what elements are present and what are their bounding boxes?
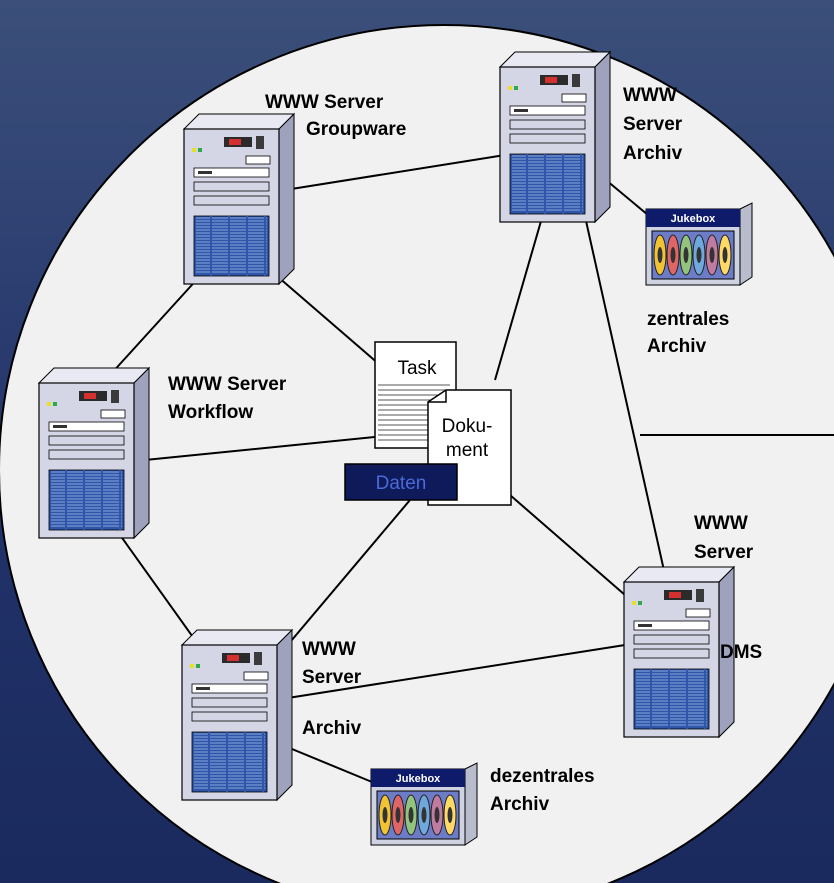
jukebox-dezentral: Jukebox <box>370 762 478 846</box>
dezentral-label-line1: dezentrales <box>490 766 595 787</box>
line-archiv-dms <box>577 184 666 576</box>
server-workflow <box>37 366 151 540</box>
daten-box: Daten <box>344 463 458 501</box>
svg-text:Jukebox: Jukebox <box>396 773 442 785</box>
dms-label: DMS <box>720 642 762 663</box>
dms-top-label-line1: WWW <box>694 513 748 534</box>
zentral-label-line2: Archiv <box>647 336 707 357</box>
server-groupware <box>182 112 296 286</box>
line-groupware-task <box>269 269 381 366</box>
archiv-top-label-line1: WWW <box>623 85 677 106</box>
server-bottom <box>180 628 294 802</box>
line-workflow-task <box>144 434 396 461</box>
dokument-label-line2: ment <box>446 440 489 461</box>
workflow-label-line1: WWW Server <box>168 374 287 395</box>
groupware-label-line1: WWW Server <box>265 92 384 113</box>
line-workflow-bottom <box>119 534 196 641</box>
line-bottom-dms <box>274 644 626 701</box>
dms-top-label-line2: Server <box>694 542 754 563</box>
bottom-server-label-line1: WWW <box>302 639 356 660</box>
server-archiv <box>498 50 612 224</box>
line-daten-bottom <box>274 499 411 661</box>
labels: WWW Server Groupware WWW Server Archiv z… <box>168 85 762 815</box>
dezentral-label-line2: Archiv <box>490 794 550 815</box>
groupware-label-line2: Groupware <box>306 119 406 140</box>
line-document-dms <box>509 494 626 596</box>
daten-label: Daten <box>376 473 427 494</box>
workflow-label-line2: Workflow <box>168 402 253 423</box>
zentral-label-line1: zentrales <box>647 309 729 330</box>
bottom-archiv-label: Archiv <box>302 718 362 739</box>
connection-lines <box>109 154 834 783</box>
dokument-label-line1: Doku- <box>442 416 493 437</box>
task-label: Task <box>397 358 437 379</box>
server-dms <box>622 565 736 739</box>
bottom-server-label-line2: Server <box>302 667 362 688</box>
archiv-top-label-line3: Archiv <box>623 143 683 164</box>
jukebox-zentral: Jukebox <box>645 202 753 286</box>
document-stack: Task Doku- ment Daten <box>344 341 512 506</box>
archiv-top-label-line2: Server <box>623 114 683 135</box>
svg-text:Jukebox: Jukebox <box>671 213 717 225</box>
line-groupware-archiv <box>284 154 506 191</box>
